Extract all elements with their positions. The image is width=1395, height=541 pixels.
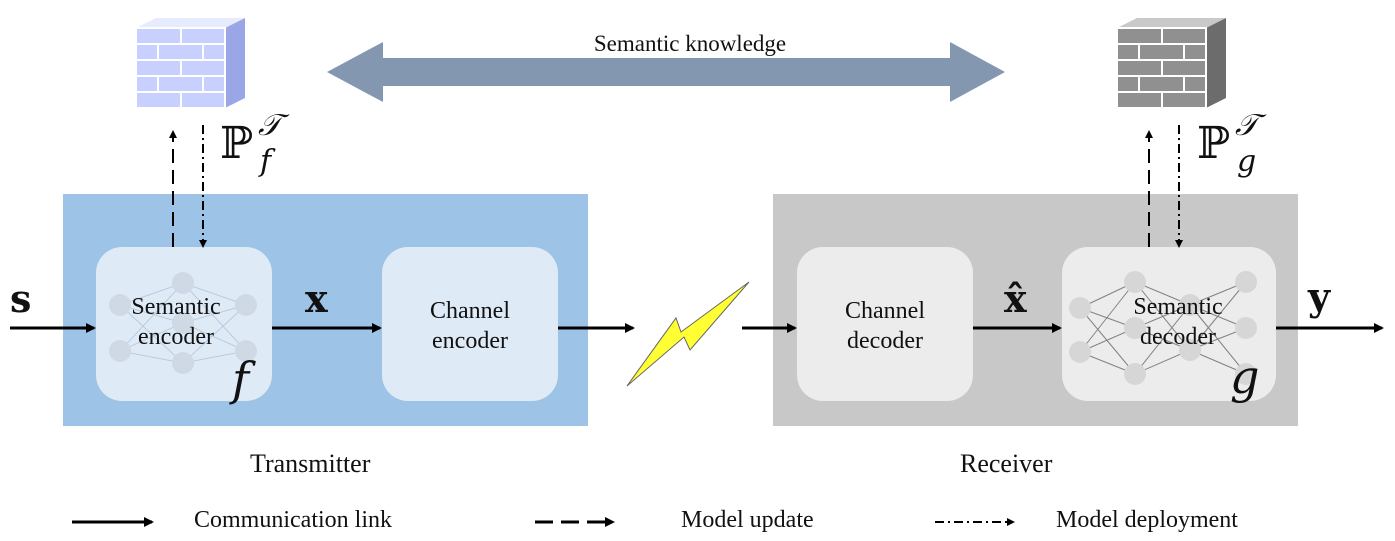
tx-signal-x: x <box>305 276 328 321</box>
receiver-kb-label: ℙ 𝒯 g <box>1197 108 1258 179</box>
semantic-knowledge-arrow <box>327 42 1005 102</box>
output-signal-y: y <box>1308 274 1331 319</box>
transmitter-kb-label: ℙ 𝒯 f <box>220 108 281 179</box>
semantic-encoder-line1: Semantic <box>131 294 221 320</box>
channel-encoder-line1: Channel <box>430 298 510 324</box>
legend-model-update: Model update <box>681 507 814 533</box>
legend-communication-link: Communication link <box>194 507 392 533</box>
rx-signal-xhat: x̂ <box>1004 276 1027 321</box>
semantic-knowledge-label: Semantic knowledge <box>593 31 787 56</box>
wireless-channel-lightning-icon <box>626 281 750 387</box>
semantic-encoder-line2: encoder <box>138 324 214 350</box>
channel-encoder-label: Channel encoder <box>382 296 558 356</box>
receiver-caption: Receiver <box>960 449 1053 478</box>
channel-encoder-line2: encoder <box>432 328 508 354</box>
legend-model-deployment: Model deployment <box>1056 507 1238 533</box>
encoder-function-symbol: f <box>232 352 250 406</box>
channel-decoder-box <box>797 247 973 401</box>
decoder-function-symbol: g <box>1230 350 1260 404</box>
channel-decoder-line2: decoder <box>847 328 923 354</box>
receiver-kb-prefix: ℙ <box>1197 118 1231 169</box>
transmitter-kb-sup: 𝒯 <box>258 108 281 143</box>
receiver-kb-sub: g <box>1237 144 1257 179</box>
receiver-knowledge-base-icon <box>1116 18 1226 109</box>
channel-decoder-line1: Channel <box>845 298 925 324</box>
semantic-decoder-line2: decoder <box>1140 324 1216 350</box>
transmitter-knowledge-base-icon <box>135 18 245 109</box>
semantic-decoder-label: Semantic decoder <box>1098 292 1258 352</box>
channel-decoder-label: Channel decoder <box>797 296 973 356</box>
channel-encoder-box <box>382 247 558 401</box>
semantic-encoder-label: Semantic encoder <box>96 292 256 352</box>
input-signal-s: s <box>10 276 32 321</box>
transmitter-kb-prefix: ℙ <box>220 118 254 169</box>
semantic-decoder-line1: Semantic <box>1133 294 1223 320</box>
receiver-kb-sup: 𝒯 <box>1235 108 1258 143</box>
transmitter-caption: Transmitter <box>250 449 371 478</box>
transmitter-kb-sub: f <box>260 144 272 179</box>
